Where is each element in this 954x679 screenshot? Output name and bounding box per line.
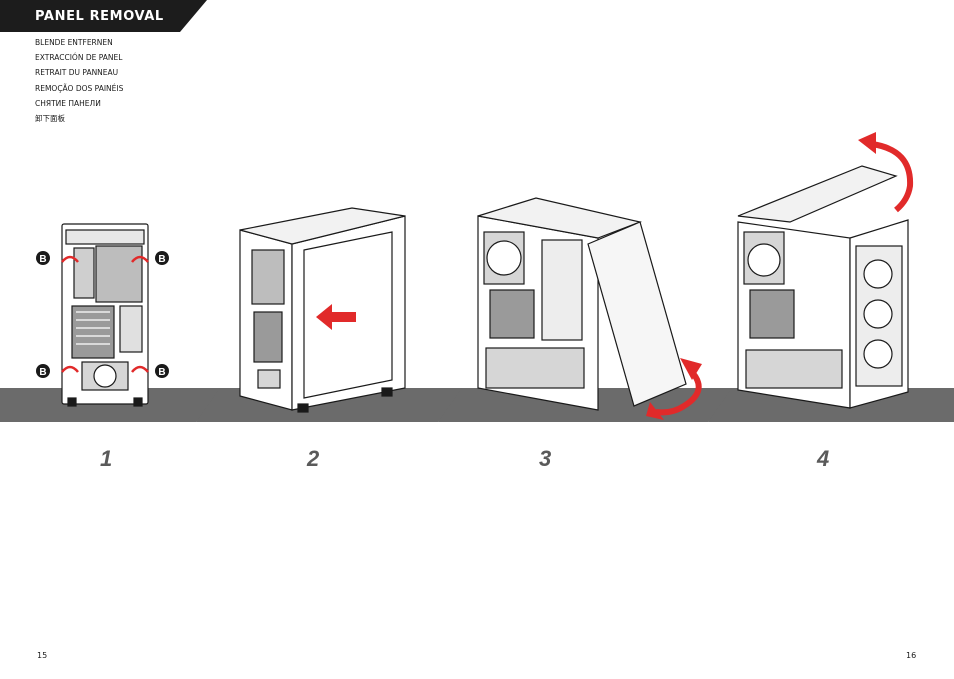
case-step-3	[477, 197, 643, 411]
subtitle-zh: 卸下面板	[35, 114, 65, 124]
slide-arrow	[316, 304, 356, 330]
step-number-2: 2	[307, 446, 320, 471]
top-panel-lifted	[737, 165, 898, 223]
page-title: PANEL REMOVAL	[35, 9, 164, 24]
case-rear-view	[61, 223, 149, 407]
step-number-4: 4	[817, 446, 830, 471]
callout-badges	[36, 251, 169, 378]
step-number-3: 3	[539, 446, 552, 471]
lift-arrow	[871, 141, 914, 213]
case-step-4	[737, 219, 909, 409]
title-translations: BLENDE ENTFERNEN EXTRACCIÓN DE PANEL RET…	[35, 35, 123, 126]
subtitle-pt: REMOÇÃO DOS PAINÉIS	[35, 83, 124, 93]
swing-arrow-head	[680, 358, 702, 380]
callout-letter: B	[158, 367, 165, 378]
swing-arrow-tail	[646, 402, 664, 420]
header-background	[0, 0, 207, 32]
lift-arrow-head	[858, 132, 876, 154]
header-bar: PANEL REMOVAL	[0, 0, 207, 32]
case-step-2	[239, 207, 406, 413]
callout-b-bottom-right	[155, 364, 169, 378]
subtitle-fr: RETRAIT DU PANNEAU	[35, 68, 119, 78]
floor-band-1	[0, 388, 227, 422]
callout-letter: B	[158, 254, 165, 265]
swing-arrow	[655, 367, 702, 416]
callout-letters: B B B B	[39, 254, 165, 378]
callout-letter: B	[39, 254, 46, 265]
callout-letter: B	[39, 367, 46, 378]
callout-b-top-left	[36, 251, 50, 265]
illustration-strip: B B B B	[0, 132, 954, 422]
callout-b-bottom-left	[36, 364, 50, 378]
subtitle-es: EXTRACCIÓN DE PANEL	[35, 53, 123, 63]
callout-b-top-right	[155, 251, 169, 265]
release-arrows	[61, 255, 149, 373]
step-number-1: 1	[100, 446, 113, 471]
page-number-right: 16	[906, 651, 917, 660]
subtitle-de: BLENDE ENTFERNEN	[35, 38, 113, 47]
page-number-left: 15	[37, 651, 48, 660]
glass-panel-open	[587, 221, 687, 407]
subtitle-ru: СНЯТИЕ ПАНЕЛИ	[35, 98, 101, 108]
